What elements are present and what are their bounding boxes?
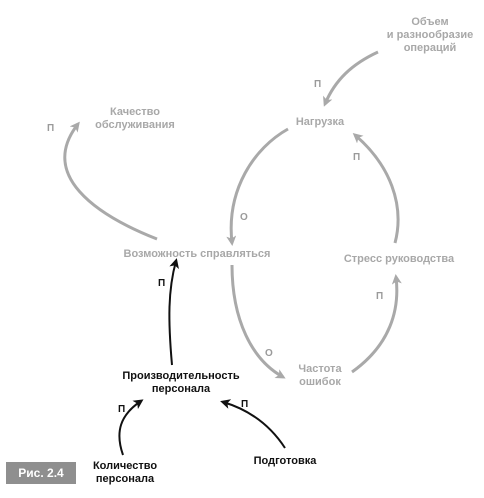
label-capability-errors: О bbox=[265, 348, 273, 359]
node-headcount-line1: Количество bbox=[92, 460, 158, 472]
label-training-productivity: П bbox=[241, 399, 249, 410]
figure-label-badge: Рис. 2.4 bbox=[6, 462, 76, 484]
node-capability-line1: Возможность справляться bbox=[123, 248, 271, 260]
arrow-training-to-productivity bbox=[220, 399, 286, 449]
label-headcount-productivity: П bbox=[118, 404, 126, 415]
node-productivity-line1: Производительность bbox=[122, 370, 240, 382]
label-productivity-capability: П bbox=[158, 278, 166, 289]
label-volume-load: П bbox=[314, 79, 322, 90]
arrow-stress-to-load bbox=[352, 133, 400, 244]
arrow-productivity-to-capability bbox=[168, 258, 179, 366]
node-headcount: Количество персонала bbox=[80, 460, 170, 486]
node-quality-line1: Качество bbox=[110, 106, 160, 118]
arrow-volume-to-load bbox=[323, 50, 379, 107]
node-training-line1: Подготовка bbox=[253, 455, 317, 467]
label-load-capability: О bbox=[240, 212, 248, 223]
node-volume: Объем и разнообразие операций bbox=[370, 16, 484, 55]
arrow-errors-to-stress bbox=[351, 274, 402, 374]
node-stress: Стресс руководства bbox=[334, 253, 464, 266]
node-volume-line1: Объем bbox=[411, 16, 449, 28]
label-stress-load: П bbox=[353, 152, 361, 163]
node-stress-line1: Стресс руководства bbox=[343, 253, 455, 265]
node-training: Подготовка bbox=[240, 455, 330, 468]
node-headcount-line2: персонала bbox=[95, 473, 155, 485]
node-volume-line2: и разнообразие bbox=[386, 29, 474, 41]
node-capability: Возможность справляться bbox=[112, 248, 282, 261]
label-capability-quality: П bbox=[47, 123, 55, 134]
arrow-capability-to-errors bbox=[230, 264, 286, 379]
node-errors-line2: ошибок bbox=[299, 376, 341, 388]
arrow-capability-to-quality bbox=[63, 121, 158, 241]
label-errors-stress: П bbox=[376, 291, 384, 302]
node-quality-line2: обслуживания bbox=[95, 119, 175, 131]
arrow-load-to-capability bbox=[226, 127, 289, 246]
node-productivity: Производительность персонала bbox=[106, 370, 256, 396]
node-volume-line3: операций bbox=[403, 42, 457, 54]
node-errors: Частота ошибок bbox=[280, 363, 360, 389]
node-quality: Качество обслуживания bbox=[80, 106, 190, 132]
node-productivity-line2: персонала bbox=[151, 383, 211, 395]
node-errors-line1: Частота bbox=[298, 363, 342, 375]
arrow-headcount-to-productivity bbox=[118, 399, 144, 456]
node-load: Нагрузка bbox=[270, 116, 370, 129]
node-load-line1: Нагрузка bbox=[295, 116, 345, 128]
